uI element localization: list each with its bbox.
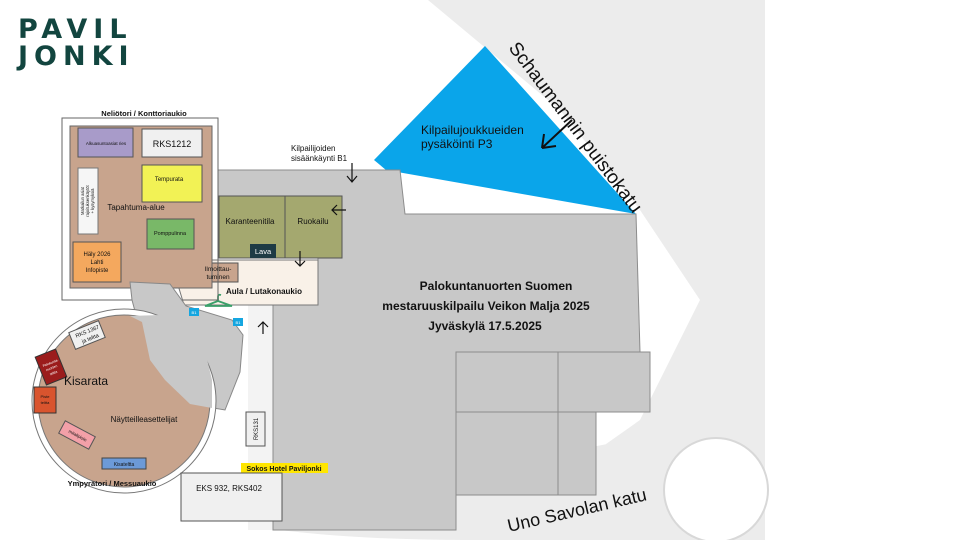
sokos-label: Sokos Hotel Paviljonki [246, 466, 321, 473]
nayttely-label: Näytteilleasettelijat [111, 415, 178, 424]
red-tent-label-1: Palokunta- [42, 358, 60, 368]
entrance-label-1: Kilpailijoiden [291, 144, 335, 153]
paviljonki-logo: PAVIL JONKI [18, 16, 135, 70]
orange-tent-label-2: teltta [41, 400, 50, 405]
rks131-box [245, 411, 266, 447]
tempurata-box [141, 164, 203, 203]
haly-label-2: Lahti [90, 260, 103, 266]
purple-booth [77, 127, 134, 158]
parking-label-1: Kilpailujoukkueiden [421, 123, 524, 137]
tempurata-label: Tempurata [155, 177, 184, 183]
ruokailu-label: Ruokailu [297, 217, 328, 226]
haly-label-1: Häly 2026 [83, 252, 111, 258]
door-marker-1-label: B1 [192, 310, 198, 315]
white-booth-label-2: rajoituksenkäytöt [85, 184, 90, 216]
tapahtuma-alue-label: Tapahtuma-alue [107, 203, 165, 212]
white-booth [77, 167, 99, 235]
neliotori-title: Neliötori / Konttoriaukio [101, 109, 187, 118]
karanteenitila-label: Karanteenitila [226, 217, 275, 226]
walkway-circle-cut [130, 315, 212, 408]
aula-label: Aula / Lutakonaukio [226, 287, 302, 296]
blue-booth-label: Kisateltta [114, 462, 135, 468]
purple-booth-label: Alkuasuntoasiat ries [86, 141, 127, 146]
lava-room [250, 244, 276, 258]
orange-tent-label-1: Piste [41, 394, 51, 399]
logo-line-1: PAVIL [18, 14, 133, 45]
ympyratori-title: Ympyrätori / Messuaukio [68, 479, 157, 488]
pink-booth [58, 420, 96, 450]
parking-p3 [374, 46, 636, 214]
logo-line-2: JONKI [18, 41, 135, 72]
door-marker-2-label: B1 [236, 320, 242, 325]
orange-tent [33, 386, 57, 414]
roundabout [663, 437, 769, 540]
pomppulinna-label: Pomppulinna [154, 231, 187, 237]
entrance-label-2: sisäänkäynti B1 [291, 154, 348, 163]
door-marker-2 [233, 318, 243, 326]
arrows [257, 119, 573, 334]
door-marker-1 [189, 308, 199, 316]
ruokailu-room [284, 195, 343, 259]
event-title-1: Palokuntanuorten Suomen [420, 279, 573, 293]
rks1212-label: RKS1212 [153, 139, 192, 149]
lava-label: Lava [255, 247, 272, 256]
parking-label-2: pysäköinti P3 [421, 137, 493, 151]
road-area [428, 0, 765, 540]
sokos-label-bg [241, 463, 328, 473]
ilmoittautuminen-label-1: Ilmoittau- [205, 266, 232, 273]
pomppulinna-box [146, 218, 195, 250]
eks-label: EKS 932, RKS402 [196, 484, 262, 493]
red-tent-label-2: nuorten [45, 364, 58, 372]
haly-label-3: Infopiste [86, 268, 109, 274]
red-tent [34, 348, 68, 386]
red-tent-label-3: teltta [49, 370, 58, 377]
event-title-2: mestaruuskilpailu Veikon Malja 2025 [382, 299, 590, 313]
blue-booth [101, 457, 147, 470]
white-booth-label-3: + kysymyksiä [90, 188, 95, 214]
ilmoittautuminen-label-2: tuminen [206, 274, 230, 281]
rks131-label: RKS131 [254, 417, 260, 440]
haly-box [72, 241, 122, 283]
rks1212-box [141, 128, 203, 158]
rks1367-box [68, 320, 106, 350]
event-title-3: Jyväskylä 17.5.2025 [428, 319, 542, 333]
eks-box [180, 472, 283, 522]
kisarata-label: Kisarata [64, 374, 108, 388]
white-booth-label-1: Matkailun asiat [80, 186, 85, 215]
